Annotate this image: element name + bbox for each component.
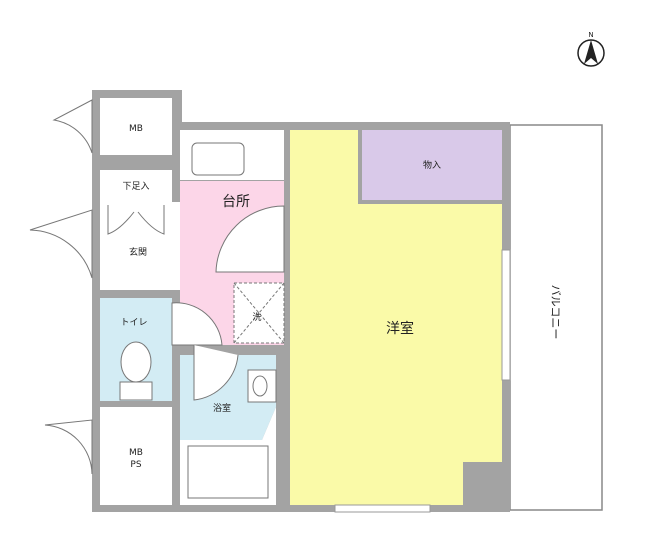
washbasin-icon <box>247 369 277 403</box>
balcony-window <box>501 249 511 381</box>
svg-text:PS: PS <box>130 460 141 470</box>
svg-text:洋室: 洋室 <box>386 320 414 337</box>
bottom-window <box>334 504 431 513</box>
balcony <box>509 124 603 511</box>
pipe-column <box>463 462 502 505</box>
svg-text:物入: 物入 <box>423 159 441 171</box>
western-room <box>290 130 502 505</box>
washer-cross <box>233 282 285 344</box>
svg-text:台所: 台所 <box>222 194 250 210</box>
mb-ps-room <box>100 407 172 505</box>
svg-text:浴室: 浴室 <box>213 402 231 414</box>
svg-text:玄関: 玄関 <box>129 246 147 258</box>
svg-text:トイレ: トイレ <box>120 318 147 328</box>
balcony-label: バルコニー <box>549 285 562 340</box>
svg-text:N: N <box>588 31 593 39</box>
entrance <box>100 202 180 290</box>
toilet-door <box>171 302 223 346</box>
north-arrow-icon: N <box>577 31 605 67</box>
exterior-doors <box>29 99 93 475</box>
kitchen-door <box>215 205 285 273</box>
bathtub <box>187 445 269 499</box>
svg-text:下足入: 下足入 <box>122 181 149 192</box>
toilet-fixture <box>119 341 153 401</box>
svg-text:MB: MB <box>129 448 143 458</box>
svg-text:MB: MB <box>129 124 143 134</box>
svg-text:洗: 洗 <box>252 311 261 323</box>
mb-top-room <box>100 98 172 155</box>
shoe-storage-doors <box>107 205 165 235</box>
shoe-storage <box>100 170 172 202</box>
storage-closet <box>362 130 502 200</box>
sink-icon <box>191 142 245 176</box>
bath-door <box>193 345 239 401</box>
